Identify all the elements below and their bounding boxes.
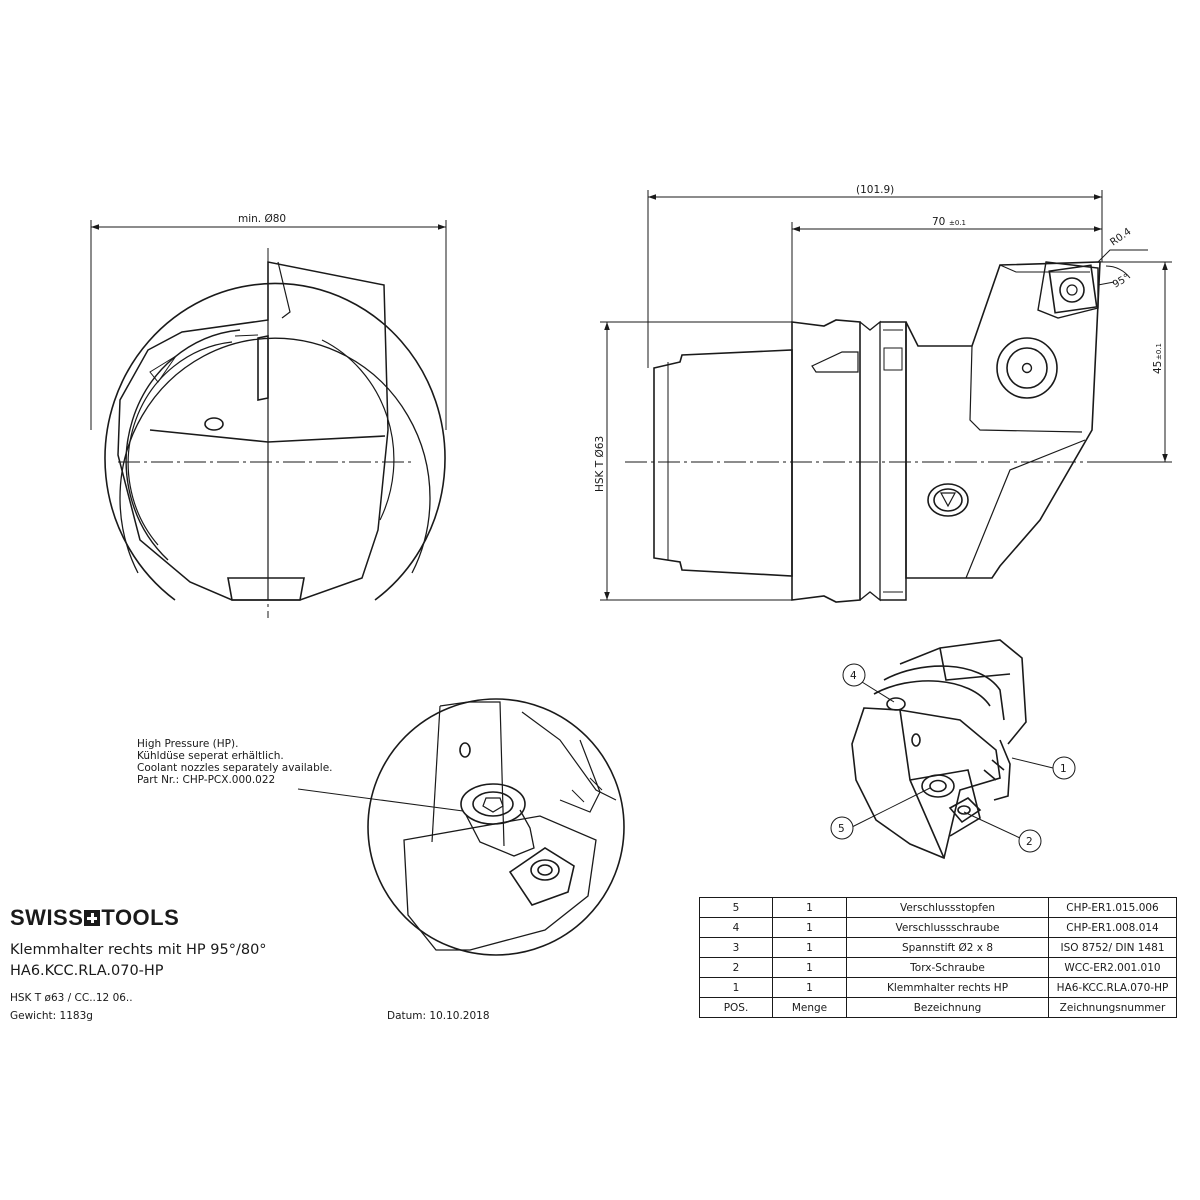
side-view-dimensions: [600, 190, 1172, 601]
title-weight: Gewicht: 1183g: [10, 1010, 93, 1022]
bom-nummer: CHP-ER1.015.006: [1048, 897, 1177, 918]
table-row: 5 1 Verschlussstopfen CHP-ER1.015.006: [699, 897, 1177, 918]
bill-of-materials: 5 1 Verschlussstopfen CHP-ER1.015.006 4 …: [699, 897, 1177, 1018]
bom-menge: 1: [772, 937, 847, 958]
brand-left: SWISS: [10, 905, 84, 930]
callout-2: 2: [1026, 836, 1033, 848]
bom-pos: 1: [699, 977, 773, 998]
bom-menge: 1: [772, 917, 847, 938]
dim-radius: R0.4: [1108, 226, 1133, 248]
brand-right: TOOLS: [101, 905, 180, 930]
table-row: 2 1 Torx-Schraube WCC-ER2.001.010: [699, 957, 1177, 978]
table-row: 4 1 Verschlussschraube CHP-ER1.008.014: [699, 917, 1177, 938]
bom-pos: 5: [699, 897, 773, 918]
note-line: High Pressure (HP).: [137, 738, 239, 750]
dim-height-45-tolerance: ±0.1: [1155, 343, 1163, 360]
dim-length-70-tolerance: ±0.1: [949, 219, 966, 227]
title-spec: HSK T ø63 / CC..12 06..: [10, 992, 133, 1004]
title-date: Datum: 10.10.2018: [387, 1010, 490, 1022]
callout-leaders: [851, 681, 1054, 839]
bom-menge: 1: [772, 897, 847, 918]
bom-pos: 2: [699, 957, 773, 978]
bom-header-nummer: Zeichnungsnummer: [1048, 997, 1177, 1018]
dim-angle: 95°: [1111, 272, 1132, 290]
bom-nummer: HA6-KCC.RLA.070-HP: [1048, 977, 1177, 998]
title-part-number: HA6.KCC.RLA.070-HP: [10, 963, 164, 979]
bom-menge: 1: [772, 957, 847, 978]
bom-nummer: WCC-ER2.001.010: [1048, 957, 1177, 978]
note-leader-line: [297, 788, 464, 812]
note-line: Part Nr.: CHP-PCX.000.022: [137, 774, 276, 786]
table-row: 3 1 Spannstift Ø2 x 8 ISO 8752/ DIN 1481: [699, 937, 1177, 958]
diameter-dimension: [90, 220, 447, 430]
swiss-cross-icon: [84, 910, 101, 926]
dim-hsk-diameter: HSK T Ø63: [594, 436, 606, 492]
bom-nummer: ISO 8752/ DIN 1481: [1048, 937, 1177, 958]
bom-bezeichnung: Verschlussstopfen: [846, 897, 1049, 918]
bom-bezeichnung: Spannstift Ø2 x 8: [846, 937, 1049, 958]
front-view-centerlines: [118, 248, 412, 618]
brand-logo: SWISS TOOLS: [10, 905, 179, 931]
coolant-note: High Pressure (HP). Kühldüse seperat erh…: [137, 738, 333, 786]
dim-diameter-80: min. Ø80: [238, 213, 286, 225]
bom-pos: 3: [699, 937, 773, 958]
front-view: [104, 261, 446, 601]
callout-bubbles: [830, 663, 1076, 853]
table-header-row: POS. Menge Bezeichnung Zeichnungsnummer: [699, 997, 1177, 1018]
bom-bezeichnung: Torx-Schraube: [846, 957, 1049, 978]
callout-4: 4: [850, 670, 857, 682]
bom-header-bezeichnung: Bezeichnung: [846, 997, 1049, 1018]
bom-nummer: CHP-ER1.008.014: [1048, 917, 1177, 938]
table-row: 1 1 Klemmhalter rechts HP HA6-KCC.RLA.07…: [699, 977, 1177, 998]
bom-bezeichnung: Verschlussschraube: [846, 917, 1049, 938]
bom-pos: 4: [699, 917, 773, 938]
callout-5: 5: [838, 823, 845, 835]
note-line: Coolant nozzles separately available.: [137, 762, 333, 774]
side-view: [653, 261, 1101, 603]
title-description: Klemmhalter rechts mit HP 95°/80°: [10, 942, 267, 958]
dim-overall-length: (101.9): [856, 184, 894, 196]
bom-menge: 1: [772, 977, 847, 998]
note-line: Kühldüse seperat erhältlich.: [137, 750, 284, 762]
bom-header-menge: Menge: [772, 997, 847, 1018]
isometric-view: [851, 639, 1027, 860]
dim-height-45: 45: [1152, 361, 1164, 374]
callout-1: 1: [1060, 763, 1067, 775]
dim-length-70: 70: [932, 216, 945, 228]
bom-bezeichnung: Klemmhalter rechts HP: [846, 977, 1049, 998]
bom-header-pos: POS.: [699, 997, 773, 1018]
detail-view: [367, 698, 625, 956]
